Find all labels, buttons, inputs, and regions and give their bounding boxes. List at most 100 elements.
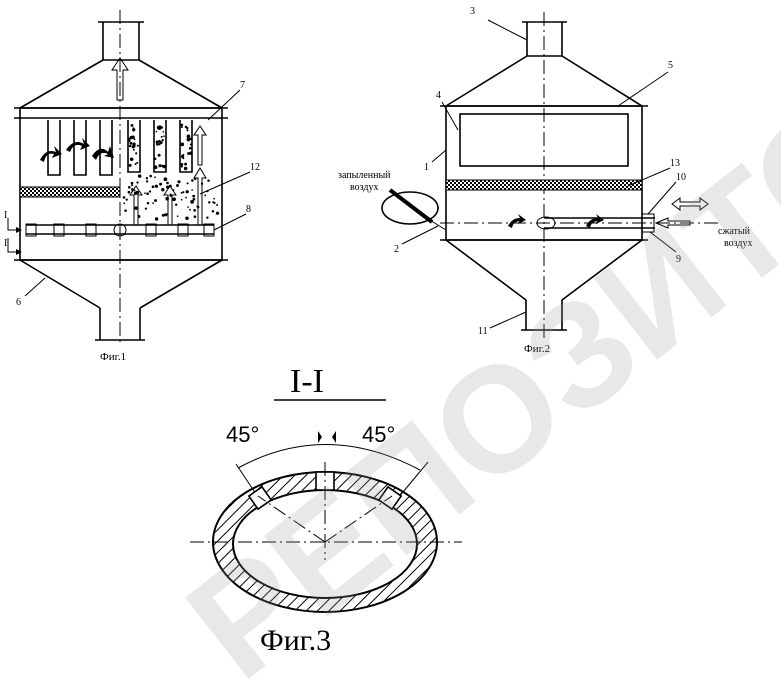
dust-particle	[159, 182, 163, 186]
fig1-right-sleeves	[127, 120, 193, 173]
dust-particle	[161, 139, 164, 142]
dust-particle	[166, 181, 169, 185]
dust-particle	[160, 135, 163, 138]
fig1-outlet-arrow	[111, 57, 129, 101]
dust-particle	[213, 197, 216, 200]
dust-particle	[129, 135, 133, 140]
watermark: РЕПОЗИТОРИЙ БГТУ	[156, 0, 781, 680]
fig2-dusty-air-line1: запыленный	[338, 170, 391, 181]
dust-particle	[185, 196, 188, 199]
fig2-label-1: 1	[424, 162, 429, 173]
dust-particle	[152, 202, 154, 204]
fig3-left-45-line	[257, 495, 326, 543]
figure-2: 3 5 4 13 1 10 2 9 11 запыленный воздух с…	[338, 6, 753, 355]
dust-particle	[127, 190, 131, 194]
fig3-angle-left: 45°	[226, 422, 259, 447]
dust-particle	[154, 199, 157, 202]
dust-particle	[180, 123, 184, 127]
dust-particle	[176, 184, 179, 187]
dust-particle	[133, 138, 136, 141]
fig2-bottom-cone	[445, 239, 643, 301]
fig2-caption: Фиг.2	[524, 343, 550, 355]
dust-particle	[204, 194, 207, 197]
fig3-dimension-arc	[237, 444, 421, 471]
fig1-flow-arrow-2	[66, 138, 90, 152]
fig3-nozzle-left	[247, 485, 273, 511]
dust-particle	[145, 177, 149, 180]
fig2-leader-10	[647, 181, 677, 215]
dust-particle	[162, 130, 165, 133]
fig1-label-7: 7	[240, 80, 245, 91]
fig1-section-arrowheads	[16, 227, 22, 255]
dust-particle	[191, 179, 194, 182]
dust-particle	[169, 194, 173, 197]
fig2-double-arrow	[671, 197, 709, 211]
fig2-flow-arrow-2	[586, 214, 604, 228]
dust-particle	[208, 201, 211, 204]
dust-particle	[136, 161, 139, 164]
dust-particle	[134, 162, 137, 166]
fig1-label-6: 6	[16, 297, 21, 308]
dust-particle	[180, 165, 183, 168]
fig1-label-I-top: I	[4, 210, 7, 221]
fig1-top-cone	[19, 59, 223, 109]
dust-particle	[177, 180, 181, 184]
dust-particle	[131, 184, 134, 187]
dust-particle	[186, 182, 189, 185]
dust-particle	[124, 209, 127, 212]
fig2-label-13: 13	[670, 158, 680, 169]
dust-particle	[129, 141, 133, 145]
fig2-leader-4	[441, 101, 459, 131]
dust-particle	[176, 215, 179, 218]
dust-particle	[134, 206, 138, 210]
dust-particle	[131, 145, 135, 149]
dust-particle	[158, 140, 161, 143]
fig2-label-5: 5	[668, 60, 673, 71]
fig2-leader-2	[401, 225, 439, 245]
dust-particle	[136, 181, 139, 184]
dust-particle	[187, 152, 190, 155]
dust-particle	[163, 177, 168, 182]
dust-particle	[149, 174, 152, 178]
fig2-leader-1	[431, 149, 447, 163]
dust-particle	[146, 192, 149, 196]
dust-particle	[128, 163, 132, 167]
fig2-leader-11	[489, 311, 527, 329]
dust-particle	[212, 201, 215, 204]
dust-particle	[191, 189, 193, 191]
fig2-label-9: 9	[676, 254, 681, 265]
dust-particle	[156, 125, 161, 130]
fig3-nozzle-right	[377, 485, 403, 511]
dust-particle	[123, 202, 126, 205]
figure-3: I-I 45° 45° Фиг.3	[190, 363, 462, 657]
dust-particle	[187, 206, 189, 208]
dust-particle	[133, 189, 136, 192]
dust-particle	[185, 126, 189, 130]
dust-particle	[153, 157, 157, 161]
dust-particle	[158, 143, 161, 146]
fig1-flow-arrow-1	[40, 146, 62, 162]
dust-particle	[135, 152, 138, 155]
dust-particle	[144, 207, 148, 210]
dust-particle	[180, 126, 183, 129]
fig1-dust-particles	[122, 123, 220, 221]
fig1-caption: Фиг.1	[100, 351, 126, 363]
dust-particle	[216, 204, 219, 206]
fig1-leader-7	[207, 89, 241, 121]
dust-particle	[174, 203, 178, 206]
dust-particle	[215, 211, 220, 215]
fig1-label-I-bottom: I	[4, 238, 7, 249]
dust-particle	[145, 180, 149, 183]
dust-particle	[144, 192, 146, 195]
dust-particle	[189, 151, 193, 155]
fig3-right-45-line	[324, 495, 393, 543]
dust-particle	[183, 166, 188, 171]
fig2-flow-arrow-1	[508, 214, 526, 228]
fig1-up-arrows	[129, 125, 207, 226]
dust-particle	[189, 143, 192, 146]
dust-particle	[135, 190, 140, 195]
dust-particle	[185, 216, 189, 221]
dust-particle	[172, 197, 176, 202]
fig2-top-cone	[445, 55, 643, 107]
fig1-left-sleeves	[47, 120, 113, 176]
